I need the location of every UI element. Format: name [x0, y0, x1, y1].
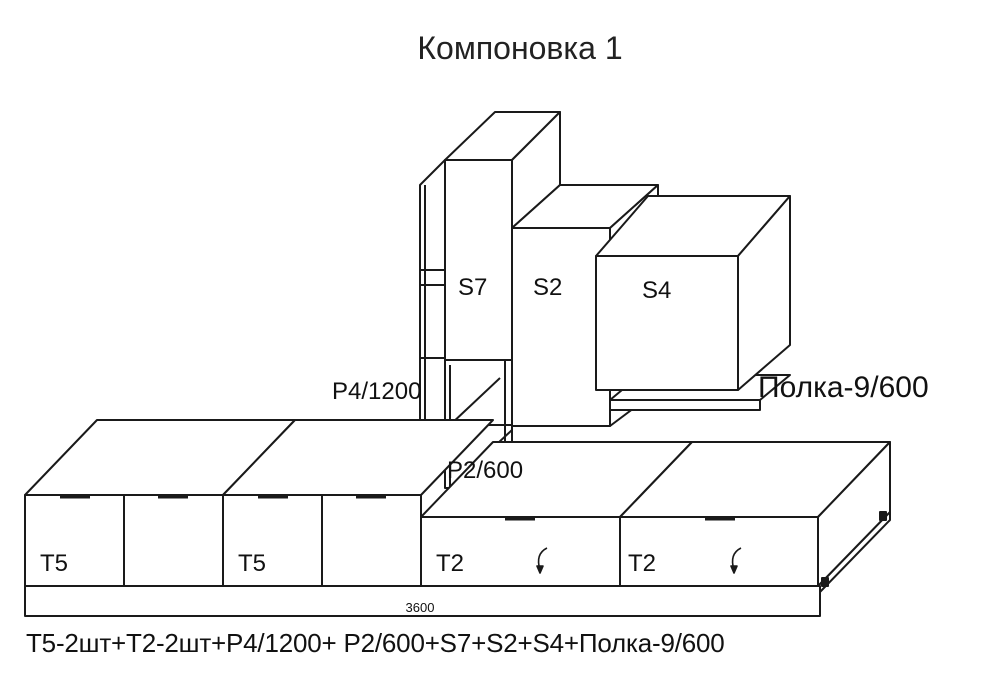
t2-right-front — [619, 516, 819, 587]
label-t5-left: T5 — [40, 550, 68, 577]
label-t2-left: T2 — [436, 550, 464, 577]
shelf-p4-1200 — [419, 159, 446, 451]
composition-formula: T5-2шт+T2-2шт+P4/1200+ P2/600+S7+S2+S4+П… — [26, 628, 725, 658]
label-t2-right: T2 — [628, 550, 656, 577]
diagram-title: Компоновка 1 — [417, 30, 623, 66]
label-p4-1200: P4/1200 — [332, 378, 421, 405]
cabinet-s4 — [595, 195, 791, 391]
label-p2-600: P2/600 — [447, 457, 523, 484]
label-t5-right: T5 — [238, 550, 266, 577]
cabinet-s7 — [444, 111, 561, 361]
swing-arrow-icons — [536, 547, 742, 574]
label-polka-9-600: Полка-9/600 — [758, 371, 929, 404]
label-s2: S2 — [533, 274, 562, 301]
width-dimension: 3600 — [406, 600, 435, 615]
label-s7: S7 — [458, 274, 487, 301]
base-unit — [24, 419, 891, 617]
label-s4: S4 — [642, 277, 671, 304]
